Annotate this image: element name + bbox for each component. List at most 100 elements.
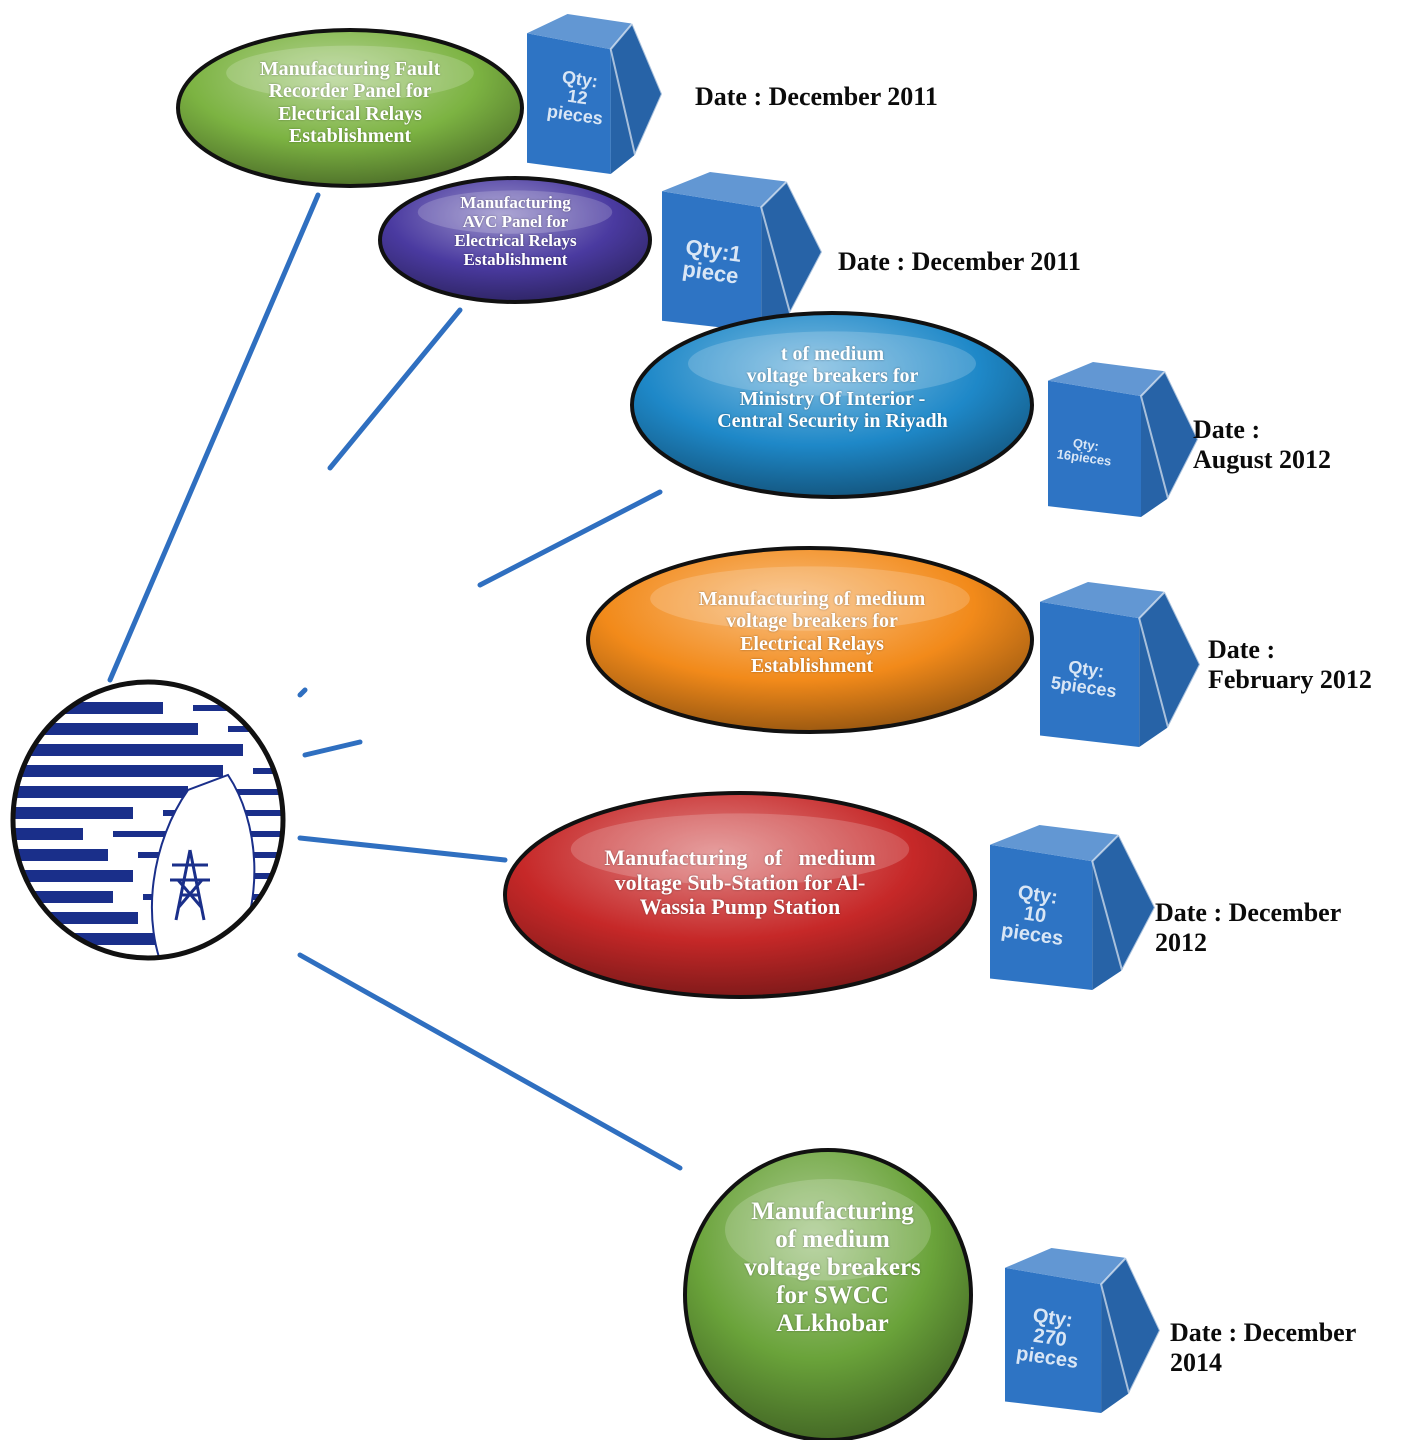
quantity-box	[1040, 582, 1202, 747]
project-title-line: Establishment	[463, 250, 568, 270]
project-date: Date :February 2012	[1208, 635, 1372, 695]
logo-border	[10, 679, 286, 961]
project-title-line: Recorder Panel for	[268, 80, 432, 103]
project-date-line: February 2012	[1208, 664, 1372, 694]
logo-stripe	[13, 912, 138, 924]
project-date-line: 2012	[1155, 927, 1207, 957]
project-node	[586, 546, 1034, 734]
connector-line	[477, 489, 663, 588]
quantity-box	[527, 14, 664, 175]
quantity-box-edge	[1138, 590, 1202, 730]
quantity-box-edge	[1091, 833, 1157, 973]
project-title-line: Electrical Relays	[454, 231, 577, 251]
project-date-line: Date : December 2011	[695, 82, 938, 111]
quantity-box	[1048, 362, 1200, 517]
logo-stripe	[13, 744, 243, 756]
logo-stripe	[13, 849, 108, 861]
connector-line	[302, 739, 363, 758]
project-title-line: ALkhobar	[776, 1310, 889, 1337]
project-ellipse	[176, 28, 524, 188]
quantity-box-side	[1139, 591, 1200, 747]
quantity-box-front	[1005, 1267, 1102, 1413]
logo-stripe	[13, 828, 83, 840]
quantity-box	[990, 825, 1157, 990]
quantity-box-edge	[1139, 369, 1200, 502]
quantity-box-edge	[1099, 1256, 1162, 1397]
quantity-box-side	[761, 181, 822, 332]
quantity-box-top	[1040, 582, 1165, 619]
project-title-line: AVC Panel for	[462, 212, 569, 232]
logo-stripe	[13, 870, 133, 882]
project-ellipse	[683, 1148, 973, 1440]
project-node	[503, 791, 977, 999]
ellipse-highlight	[226, 45, 474, 101]
logo-stripe	[13, 765, 223, 777]
project-date-line: Date :	[1208, 635, 1276, 664]
quantity-box-front	[990, 844, 1093, 990]
project-title-line: Wassia Pump Station	[639, 894, 841, 920]
connector-line	[107, 192, 321, 683]
project-title-line: Central Security in Riyadh	[717, 410, 948, 433]
project-date-line: 2014	[1170, 1347, 1222, 1377]
quantity-box-side	[610, 23, 662, 174]
quantity-box-front	[662, 191, 762, 332]
project-title-line: Establishment	[288, 125, 412, 148]
quantity-box-edge	[760, 179, 824, 316]
logo-stripe	[13, 723, 198, 735]
logo-stripe	[13, 786, 188, 798]
project-date-line: Date : December 2011	[838, 247, 1081, 276]
quantity-box	[662, 172, 824, 332]
project-date-line: Date : December	[1155, 898, 1342, 927]
project-title-line: t of medium	[780, 343, 885, 365]
quantity-box-top	[990, 825, 1119, 862]
logo-stripe	[13, 891, 113, 903]
logo-stripe	[193, 936, 283, 942]
project-node	[176, 28, 524, 188]
logo-stripe	[228, 726, 283, 732]
project-title-line: Manufacturing	[460, 193, 571, 212]
project-title-line: for SWCC	[776, 1282, 889, 1309]
project-title-line: Ministry Of Interior -	[739, 387, 926, 410]
project-date-line: Date : December	[1170, 1318, 1357, 1347]
project-date: Date : December 2011	[838, 247, 1081, 277]
connector-line	[327, 307, 463, 471]
company-logo	[10, 679, 286, 961]
logo-stripe	[13, 807, 133, 819]
connector-line	[297, 835, 508, 863]
quantity-box-top	[1048, 362, 1165, 397]
quantity-box-side	[1092, 834, 1155, 990]
quantity-box-side	[1101, 1257, 1160, 1413]
project-title-line: voltage Sub-Station for Al-	[614, 869, 866, 895]
quantity-box-top	[662, 172, 787, 208]
project-title-line: Manufacturing	[751, 1198, 914, 1225]
project-ellipse	[503, 791, 977, 999]
project-title-line: Manufacturing Fault	[259, 58, 441, 80]
project-date: Date :August 2012	[1193, 415, 1331, 475]
ellipse-highlight	[650, 566, 970, 631]
project-title-line: Manufacturing of medium	[698, 588, 926, 610]
project-title-line: Manufacturing of medium	[604, 845, 876, 870]
quantity-box	[1005, 1248, 1162, 1413]
project-date: Date : December 2011	[695, 82, 938, 112]
ellipse-highlight	[688, 331, 976, 396]
project-date-line: August 2012	[1193, 444, 1331, 474]
quantity-box-front	[1040, 601, 1140, 747]
quantity-box-top	[527, 14, 633, 50]
quantity-box-side	[1141, 371, 1198, 517]
project-title-line: voltage breakers	[744, 1254, 921, 1281]
connector-line	[297, 687, 308, 698]
logo-stripe	[253, 768, 283, 774]
project-node	[630, 311, 1034, 499]
project-node	[683, 1148, 973, 1440]
quantity-box-front	[1048, 380, 1141, 517]
